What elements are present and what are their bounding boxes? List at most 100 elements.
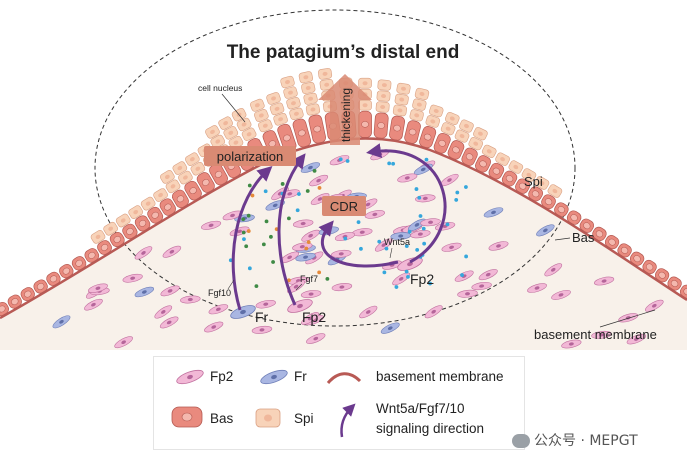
fp2-cell xyxy=(160,285,180,297)
bas-cell xyxy=(7,294,22,309)
spi-cell xyxy=(283,86,298,99)
fp2-cell xyxy=(645,299,664,312)
bas-cell xyxy=(554,202,569,217)
fp2-cell xyxy=(397,173,418,183)
signal-dot xyxy=(343,236,348,241)
fp2-cell xyxy=(300,290,322,299)
fp2-cell xyxy=(331,283,353,292)
signal-dot xyxy=(406,274,410,279)
signal-dot xyxy=(422,241,427,246)
spi-cell xyxy=(305,103,321,116)
signal-dot xyxy=(246,229,251,233)
signal-dot xyxy=(241,217,246,222)
signaling-arrows xyxy=(231,143,447,311)
polarization-label: polarization xyxy=(217,149,284,164)
signal-dot xyxy=(384,246,389,251)
bas-cell xyxy=(541,194,556,209)
cell-nucleus-pointer xyxy=(221,93,246,123)
watermark: 公众号 · MEPGT xyxy=(512,430,638,450)
spi-cell xyxy=(468,137,484,151)
fp2-cell xyxy=(309,174,329,187)
fp2-cell xyxy=(424,305,443,319)
signal-dot xyxy=(242,237,246,242)
fp2-cell xyxy=(478,269,498,281)
fp2-cell xyxy=(255,299,276,309)
spi-cell xyxy=(481,144,497,159)
spi-cell xyxy=(317,68,333,80)
diagram-title: The patagium’s distal end xyxy=(227,42,460,63)
fp2-cell xyxy=(594,276,615,286)
signal-dot xyxy=(325,276,330,281)
fp2-cell xyxy=(114,336,133,349)
spi-cell xyxy=(140,196,156,211)
spi-cell xyxy=(205,125,220,139)
fp2-cell xyxy=(251,325,273,334)
fp2-cell xyxy=(441,242,462,252)
signal-dot xyxy=(417,195,422,200)
signal-dot xyxy=(356,220,361,225)
spi-cell xyxy=(103,221,118,236)
fp2-cell-source xyxy=(287,299,313,313)
signal-dot xyxy=(424,157,429,162)
signal-dot xyxy=(304,246,309,251)
legend-signal-arrow-icon xyxy=(340,403,356,438)
signal-dot xyxy=(254,284,259,289)
signal-dot xyxy=(421,226,426,231)
fr-cell xyxy=(295,252,316,262)
bas-cell xyxy=(196,172,215,193)
signal-dot xyxy=(345,159,350,163)
spi-cell xyxy=(250,98,265,112)
spi-cell xyxy=(160,170,175,184)
bas-cell xyxy=(171,189,189,209)
bas-cell xyxy=(461,147,478,166)
signal-dot xyxy=(394,285,399,289)
signal-dot xyxy=(244,244,249,249)
bas-cell xyxy=(404,120,421,144)
spi-cell xyxy=(254,109,269,122)
spi-cell xyxy=(218,116,233,130)
signal-dot xyxy=(286,216,291,221)
distal-end-outline xyxy=(94,9,576,327)
fp2-cell xyxy=(301,312,320,325)
legend-spi-label: Spi xyxy=(294,411,314,426)
spi-cell xyxy=(289,107,304,120)
signal-dot xyxy=(306,240,311,245)
bas-cell xyxy=(109,231,125,247)
fr-cell xyxy=(536,224,555,237)
bas-cell xyxy=(358,110,372,138)
signal-dot xyxy=(305,189,310,193)
signal-arrow-fp2-right-outer xyxy=(366,143,447,264)
signal-dot xyxy=(428,281,432,286)
fp2-cell-source xyxy=(397,257,423,271)
signal-dot xyxy=(241,230,246,235)
fp2-right-label: Fp2 xyxy=(410,271,434,287)
spi-cell xyxy=(172,161,188,175)
signal-dot xyxy=(391,161,396,166)
fp2-cell xyxy=(204,321,224,333)
signal-dot xyxy=(415,247,420,252)
spi-cell xyxy=(454,129,470,143)
fr-cell xyxy=(52,315,71,329)
bas-label: Bas xyxy=(572,230,595,245)
fp2-cell xyxy=(454,270,474,282)
bas-cell xyxy=(389,115,405,141)
legend-fp2-label: Fp2 xyxy=(210,369,234,384)
signal-dot xyxy=(387,161,392,166)
signal-dot xyxy=(460,273,464,277)
spi-cell xyxy=(273,112,288,126)
bas-cell xyxy=(629,251,645,266)
spi-cell xyxy=(286,97,301,110)
legend: Fp2 Fr basement membrane Bas Spi Wnt5a/F… xyxy=(153,356,525,450)
signal-dot xyxy=(295,208,300,213)
bas-pointer xyxy=(554,237,571,241)
fp2-cell xyxy=(331,249,352,258)
spi-cell xyxy=(185,152,200,166)
signal-dot xyxy=(246,213,251,218)
fp2-cell xyxy=(287,280,305,294)
cell-nucleus-label: cell nucleus xyxy=(198,83,242,93)
bas-cell xyxy=(33,279,48,294)
spi-cell xyxy=(178,170,193,185)
spi-cell xyxy=(459,119,474,133)
signal-dot xyxy=(250,193,255,198)
fp2-left-label: Fp2 xyxy=(302,309,326,325)
